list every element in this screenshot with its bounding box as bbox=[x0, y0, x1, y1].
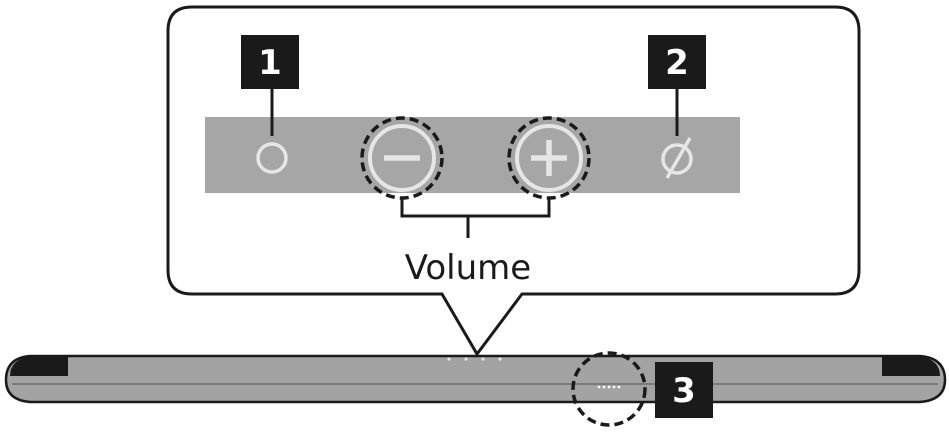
soundbar-left-end bbox=[10, 356, 68, 376]
volume-up-button[interactable] bbox=[507, 116, 591, 200]
soundbar-right-end bbox=[882, 356, 940, 376]
callout-badge-3-text: 3 bbox=[672, 371, 696, 411]
button-panel bbox=[205, 117, 740, 193]
soundbar-body bbox=[4, 354, 947, 404]
led-dots-icon bbox=[597, 385, 621, 389]
slashed-circle-icon[interactable] bbox=[661, 137, 693, 179]
callout-badge-2-text: 2 bbox=[665, 43, 689, 83]
callout-badge-1-text: 1 bbox=[258, 43, 282, 83]
callout-badge-2: 2 bbox=[648, 35, 706, 89]
volume-down-button[interactable] bbox=[360, 116, 444, 200]
callout-badge-1: 1 bbox=[241, 35, 299, 89]
soundbar bbox=[4, 354, 947, 404]
volume-label: Volume bbox=[405, 248, 531, 288]
indicator-led bbox=[571, 351, 647, 427]
indicator-highlight bbox=[571, 351, 647, 427]
volume-bracket bbox=[400, 198, 551, 238]
soundbar-top-buttons bbox=[447, 357, 502, 361]
power-circle-icon[interactable] bbox=[256, 142, 288, 174]
plus-icon bbox=[531, 140, 567, 176]
callout-badge-3: 3 bbox=[655, 362, 713, 418]
